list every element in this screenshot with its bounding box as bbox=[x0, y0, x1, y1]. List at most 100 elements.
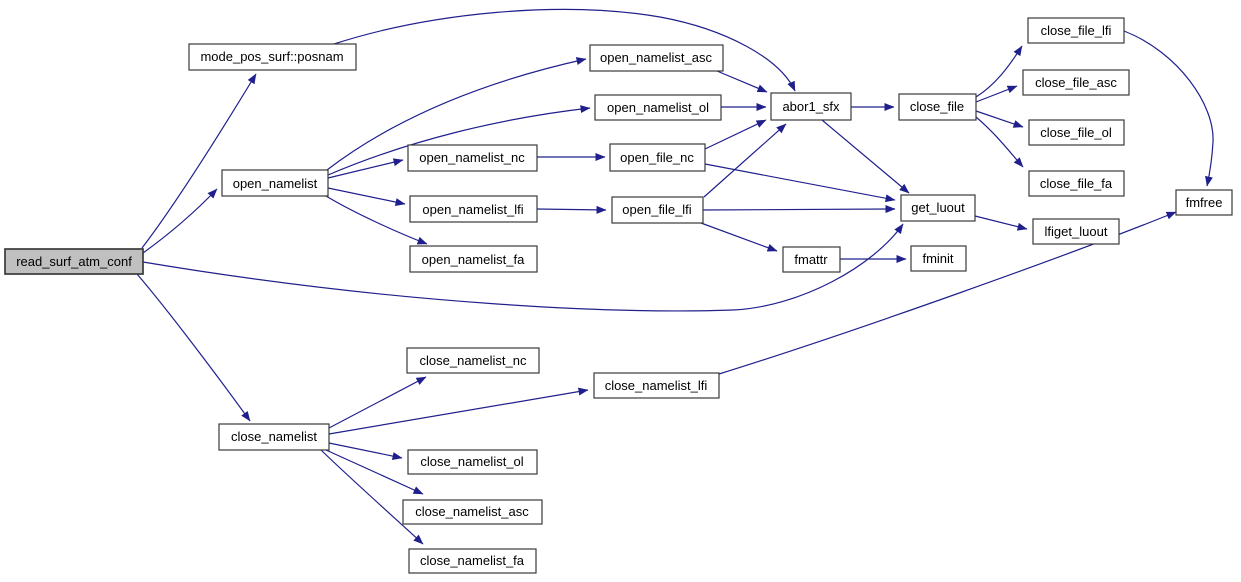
node-close-namelist-fa[interactable]: close_namelist_fa bbox=[408, 548, 537, 574]
node-label: open_file_nc bbox=[620, 150, 694, 165]
node-read-surf-atm-conf[interactable]: read_surf_atm_conf bbox=[4, 248, 144, 275]
edge-close_file_lfi-fmfree bbox=[1123, 30, 1214, 187]
node-lfiget-luout[interactable]: lfiget_luout bbox=[1032, 218, 1120, 245]
edges-layer bbox=[136, 8, 1214, 545]
edge-get_luout-lfiget_luout bbox=[974, 215, 1028, 231]
node-box[interactable] bbox=[1028, 170, 1125, 197]
node-label: get_luout bbox=[911, 200, 965, 215]
node-box[interactable] bbox=[609, 143, 706, 172]
edge-abor1_sfx-get_luout bbox=[821, 119, 910, 194]
node-label: close_file_lfi bbox=[1041, 23, 1112, 38]
node-box[interactable] bbox=[221, 169, 329, 197]
node-label: abor1_sfx bbox=[782, 99, 840, 114]
edge-read_surf_atm_conf-get_luout bbox=[142, 223, 904, 312]
node-label: close_file_asc bbox=[1035, 75, 1117, 90]
node-label: mode_pos_surf::posnam bbox=[200, 49, 343, 64]
node-box[interactable] bbox=[409, 245, 538, 273]
node-label: lfiget_luout bbox=[1045, 224, 1108, 239]
node-close-namelist[interactable]: close_namelist bbox=[218, 423, 330, 451]
node-open-file-lfi[interactable]: open_file_lfi bbox=[611, 196, 704, 224]
edge-read_surf_atm_conf-posnam bbox=[141, 73, 257, 249]
edge-open_file_lfi-abor1_sfx bbox=[703, 123, 787, 198]
node-label: open_namelist bbox=[233, 176, 318, 191]
node-box[interactable] bbox=[409, 195, 538, 223]
node-fmattr[interactable]: fmattr bbox=[782, 246, 841, 273]
node-get-luout[interactable]: get_luout bbox=[900, 194, 976, 222]
node-box[interactable] bbox=[594, 94, 722, 121]
node-box[interactable] bbox=[898, 93, 977, 121]
node-box[interactable] bbox=[1175, 189, 1233, 216]
node-label: fmattr bbox=[794, 252, 828, 267]
edge-close_namelist-close_namelist_asc bbox=[325, 449, 424, 495]
node-box[interactable] bbox=[782, 246, 841, 273]
node-box[interactable] bbox=[910, 245, 967, 272]
node-box[interactable] bbox=[1027, 17, 1125, 44]
node-box[interactable] bbox=[407, 449, 538, 475]
edge-close_file-close_file_fa bbox=[975, 116, 1024, 168]
node-box[interactable] bbox=[408, 548, 537, 574]
edge-open_namelist-open_namelist_lfi bbox=[327, 187, 406, 206]
node-box[interactable] bbox=[900, 194, 976, 222]
node-label: close_namelist_ol bbox=[420, 454, 523, 469]
node-abor1-sfx[interactable]: abor1_sfx bbox=[770, 92, 852, 121]
node-close-file-asc[interactable]: close_file_asc bbox=[1022, 69, 1130, 96]
node-box[interactable] bbox=[770, 92, 852, 121]
node-close-file-fa[interactable]: close_file_fa bbox=[1028, 170, 1125, 197]
node-open-namelist-fa[interactable]: open_namelist_fa bbox=[409, 245, 538, 273]
node-box[interactable] bbox=[611, 196, 704, 224]
node-box[interactable] bbox=[406, 347, 540, 374]
edge-close_file-close_file_asc bbox=[975, 85, 1018, 103]
node-fmfree[interactable]: fmfree bbox=[1175, 189, 1233, 216]
node-close-file[interactable]: close_file bbox=[898, 93, 977, 121]
edge-open_file_lfi-get_luout bbox=[702, 205, 896, 214]
node-label: read_surf_atm_conf bbox=[16, 254, 132, 269]
node-open-namelist[interactable]: open_namelist bbox=[221, 169, 329, 197]
node-open-namelist-nc[interactable]: open_namelist_nc bbox=[407, 144, 538, 172]
node-close-namelist-lfi[interactable]: close_namelist_lfi bbox=[593, 372, 720, 399]
node-close-namelist-nc[interactable]: close_namelist_nc bbox=[406, 347, 540, 374]
node-close-file-ol[interactable]: close_file_ol bbox=[1028, 119, 1125, 146]
node-box[interactable] bbox=[1028, 119, 1125, 146]
node-label: open_namelist_fa bbox=[422, 252, 525, 267]
node-box[interactable] bbox=[593, 372, 720, 399]
node-label: close_namelist_asc bbox=[415, 504, 529, 519]
node-close-namelist-ol[interactable]: close_namelist_ol bbox=[407, 449, 538, 475]
node-box[interactable] bbox=[1032, 218, 1120, 245]
node-box[interactable] bbox=[4, 248, 144, 275]
edge-open_namelist-open_namelist_asc bbox=[326, 57, 587, 171]
edge-open_namelist-open_namelist_fa bbox=[325, 195, 428, 245]
edge-open_namelist_asc-abor1_sfx bbox=[716, 70, 768, 93]
node-label: close_namelist_nc bbox=[420, 353, 527, 368]
node-open-file-nc[interactable]: open_file_nc bbox=[609, 143, 706, 172]
node-fminit[interactable]: fminit bbox=[910, 245, 967, 272]
edge-open_file_lfi-fmattr bbox=[700, 222, 778, 252]
node-open-namelist-ol[interactable]: open_namelist_ol bbox=[594, 94, 722, 121]
node-label: close_namelist bbox=[231, 429, 317, 444]
node-label: open_file_lfi bbox=[622, 202, 691, 217]
node-mode-pos-surf-posnam[interactable]: mode_pos_surf::posnam bbox=[188, 43, 357, 71]
node-box[interactable] bbox=[1022, 69, 1130, 96]
node-box[interactable] bbox=[188, 43, 357, 71]
node-label: open_namelist_ol bbox=[607, 100, 709, 115]
node-label: fmfree bbox=[1186, 195, 1223, 210]
node-label: open_namelist_nc bbox=[419, 150, 525, 165]
node-label: close_file bbox=[910, 99, 964, 114]
node-box[interactable] bbox=[218, 423, 330, 451]
edge-close_namelist-close_namelist_lfi bbox=[328, 387, 589, 435]
node-close-namelist-asc[interactable]: close_namelist_asc bbox=[402, 499, 543, 525]
node-label: close_file_ol bbox=[1040, 125, 1112, 140]
node-close-file-lfi[interactable]: close_file_lfi bbox=[1027, 17, 1125, 44]
node-open-namelist-lfi[interactable]: open_namelist_lfi bbox=[409, 195, 538, 223]
edge-open_file_nc-get_luout bbox=[704, 163, 896, 203]
node-box[interactable] bbox=[402, 499, 543, 525]
edge-close_file-close_file_ol bbox=[975, 110, 1024, 128]
node-box[interactable] bbox=[589, 44, 724, 72]
edge-open_file_nc-abor1_sfx bbox=[704, 119, 767, 150]
node-open-namelist-asc[interactable]: open_namelist_asc bbox=[589, 44, 724, 72]
node-label: open_namelist_asc bbox=[600, 50, 713, 65]
node-box[interactable] bbox=[407, 144, 538, 172]
edge-close_file-close_file_lfi bbox=[975, 45, 1023, 98]
edge-open_namelist_lfi-open_file_lfi bbox=[536, 205, 607, 214]
edge-open_namelist-open_namelist_ol bbox=[327, 105, 591, 176]
